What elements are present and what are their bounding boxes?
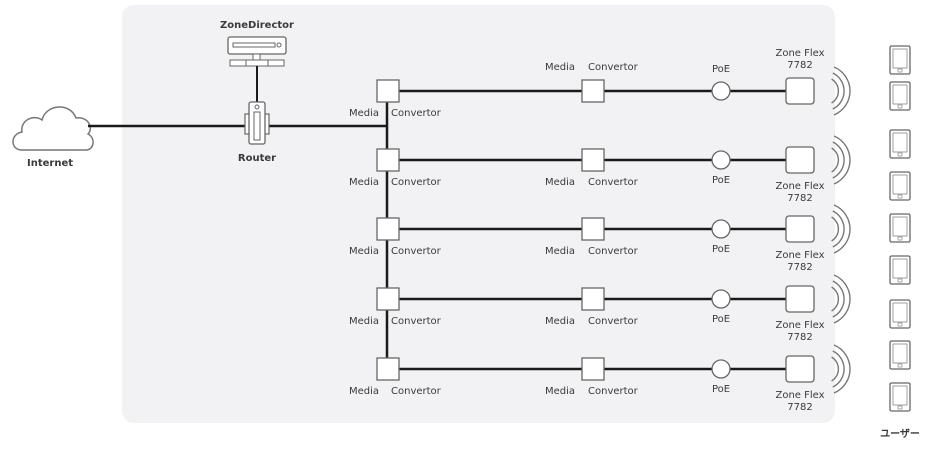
- media-convertor-label: Media: [349, 316, 379, 327]
- media-convertor-label: Convertor: [391, 386, 442, 397]
- router-label: Router: [238, 153, 276, 164]
- branch-row: Media Convertor Media Convertor PoE Zone Flex…: [349, 274, 851, 343]
- wifi-signal-icon: [831, 204, 851, 254]
- access-point-icon: [785, 146, 815, 174]
- media-convertor-label: Convertor: [391, 316, 442, 327]
- media-convertor-label: Convertor: [588, 386, 639, 397]
- media-convertor-label: Convertor: [588, 316, 639, 327]
- zonedirector-icon: [227, 36, 287, 67]
- poe-label: PoE: [712, 244, 730, 255]
- user-device-icon: [889, 255, 911, 285]
- access-point-label: Zone Flex: [775, 250, 824, 261]
- media-convertor-icon: [581, 287, 605, 311]
- poe-label: PoE: [712, 175, 730, 186]
- media-convertor-icon: [376, 357, 400, 381]
- user-device-icon: [889, 382, 911, 412]
- media-convertor-icon: [581, 217, 605, 241]
- user-device-icon: [889, 129, 911, 159]
- media-convertor-label: Convertor: [588, 177, 639, 188]
- internet-label: Internet: [27, 158, 73, 169]
- media-convertor-label: Media: [545, 177, 575, 188]
- wifi-signal-icon: [831, 135, 851, 185]
- poe-label: PoE: [712, 64, 730, 75]
- media-convertor-label: Convertor: [588, 246, 639, 257]
- access-point-model: 7782: [787, 332, 812, 343]
- users-label: ユーザー: [880, 428, 920, 440]
- user-device-icon: [889, 45, 911, 75]
- media-convertor-icon: [581, 148, 605, 172]
- media-convertor-label: Convertor: [391, 246, 442, 257]
- user-device-icon: [889, 340, 911, 370]
- media-convertor-label: Media: [349, 386, 379, 397]
- wifi-signal-icon: [831, 66, 851, 116]
- media-convertor-label: Media: [349, 177, 379, 188]
- wifi-signal-icon: [831, 274, 851, 324]
- branch-row: Media Convertor Media Convertor PoE Zone Flex…: [349, 135, 851, 204]
- user-device-icon: [889, 213, 911, 243]
- branch-row: Media Convertor Media Convertor PoE Zone Flex…: [349, 344, 851, 413]
- access-point-label: Zone Flex: [775, 181, 824, 192]
- internet-cloud-icon: [12, 106, 94, 151]
- media-convertor-icon: [376, 79, 400, 103]
- media-convertor-label: Media: [545, 62, 575, 73]
- access-point-icon: [785, 285, 815, 313]
- media-convertor-icon: [581, 357, 605, 381]
- user-device-icon: [889, 171, 911, 201]
- access-point-model: 7782: [787, 193, 812, 204]
- media-convertor-label: Media: [545, 316, 575, 327]
- access-point-model: 7782: [787, 262, 812, 273]
- media-convertor-label: Media: [349, 108, 379, 119]
- access-point-model: 7782: [787, 60, 812, 71]
- media-convertor-icon: [376, 217, 400, 241]
- poe-injector-icon: [711, 289, 731, 309]
- access-point-label: Zone Flex: [775, 390, 824, 401]
- media-convertor-label: Media: [545, 246, 575, 257]
- user-device-icon: [889, 299, 911, 329]
- access-point-label: Zone Flex: [775, 320, 824, 331]
- access-point-icon: [785, 215, 815, 243]
- poe-injector-icon: [711, 150, 731, 170]
- poe-injector-icon: [711, 359, 731, 379]
- router-icon: [244, 101, 270, 145]
- zonedirector-label: ZoneDirector: [220, 20, 294, 31]
- access-point-label: Zone Flex: [775, 48, 824, 59]
- access-point-icon: [785, 355, 815, 383]
- media-convertor-icon: [376, 287, 400, 311]
- user-device-icon: [889, 81, 911, 111]
- access-point-model: 7782: [787, 402, 812, 413]
- media-convertor-label: Media: [349, 246, 379, 257]
- access-point-icon: [785, 77, 815, 105]
- poe-injector-icon: [711, 81, 731, 101]
- poe-label: PoE: [712, 314, 730, 325]
- poe-injector-icon: [711, 219, 731, 239]
- wifi-signal-icon: [831, 344, 851, 394]
- media-convertor-label: Media: [545, 386, 575, 397]
- poe-label: PoE: [712, 384, 730, 395]
- media-convertor-label: Convertor: [391, 108, 442, 119]
- media-convertor-icon: [581, 79, 605, 103]
- media-convertor-icon: [376, 148, 400, 172]
- branch-row: Media Convertor Media Convertor PoE Zone Flex…: [349, 204, 851, 273]
- media-convertor-label: Convertor: [588, 62, 639, 73]
- media-convertor-label: Convertor: [391, 177, 442, 188]
- site-panel: [122, 5, 835, 423]
